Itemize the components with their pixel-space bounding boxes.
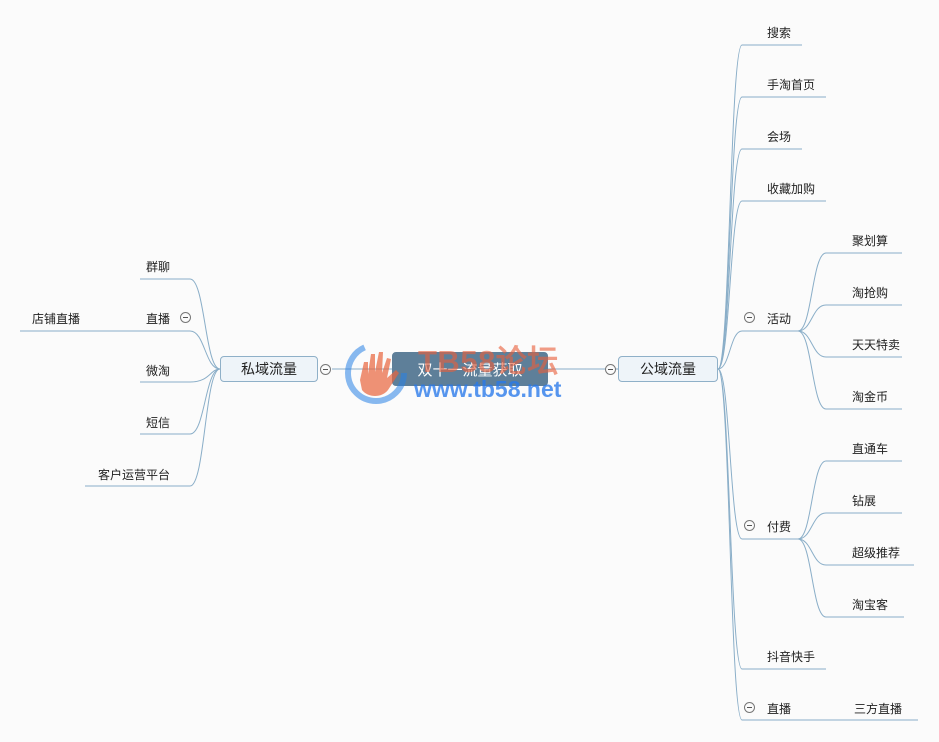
node-taoqianggou[interactable]: 淘抢购 (852, 286, 889, 300)
node-tiantian-temai[interactable]: 天天特卖 (852, 338, 901, 352)
node-sms[interactable]: 短信 (146, 416, 171, 430)
public-traffic-label: 公域流量 (640, 362, 696, 378)
node-group-chat[interactable]: 群聊 (146, 260, 171, 274)
node-private-live[interactable]: 直播 (146, 312, 171, 326)
node-search[interactable]: 搜索 (767, 26, 792, 40)
node-crm-platform[interactable]: 客户运营平台 (98, 468, 171, 482)
collapse-toggle-icon[interactable] (744, 702, 755, 713)
collapse-toggle-icon[interactable] (744, 312, 755, 323)
node-favorite-cart[interactable]: 收藏加购 (767, 182, 816, 196)
node-store-live[interactable]: 店铺直播 (32, 312, 81, 326)
node-juhuasuan[interactable]: 聚划算 (852, 234, 889, 248)
public-traffic-node[interactable]: 公域流量 (618, 356, 718, 382)
node-public-live[interactable]: 直播 (767, 702, 792, 716)
collapse-toggle-icon[interactable] (605, 364, 616, 375)
node-zhitongche[interactable]: 直通车 (852, 442, 889, 456)
private-traffic-label: 私域流量 (241, 362, 297, 378)
collapse-toggle-icon[interactable] (744, 520, 755, 531)
collapse-toggle-icon[interactable] (320, 364, 331, 375)
node-zuanzhan[interactable]: 钻展 (852, 494, 877, 508)
center-node[interactable]: 双十一流量获取 (392, 352, 548, 386)
node-taobaoke[interactable]: 淘宝客 (852, 598, 889, 612)
node-super-recommend[interactable]: 超级推荐 (852, 546, 901, 560)
node-venue[interactable]: 会场 (767, 130, 792, 144)
node-weitao[interactable]: 微淘 (146, 364, 171, 378)
node-douyin-kuaishou[interactable]: 抖音快手 (767, 650, 816, 664)
node-homepage[interactable]: 手淘首页 (767, 78, 816, 92)
node-paid[interactable]: 付费 (767, 520, 792, 534)
center-node-label: 双十一流量获取 (417, 360, 523, 379)
node-third-party-live[interactable]: 三方直播 (854, 702, 903, 716)
node-activity[interactable]: 活动 (767, 312, 792, 326)
collapse-toggle-icon[interactable] (180, 312, 191, 323)
private-traffic-node[interactable]: 私域流量 (220, 356, 318, 382)
node-taojinbi[interactable]: 淘金币 (852, 390, 889, 404)
